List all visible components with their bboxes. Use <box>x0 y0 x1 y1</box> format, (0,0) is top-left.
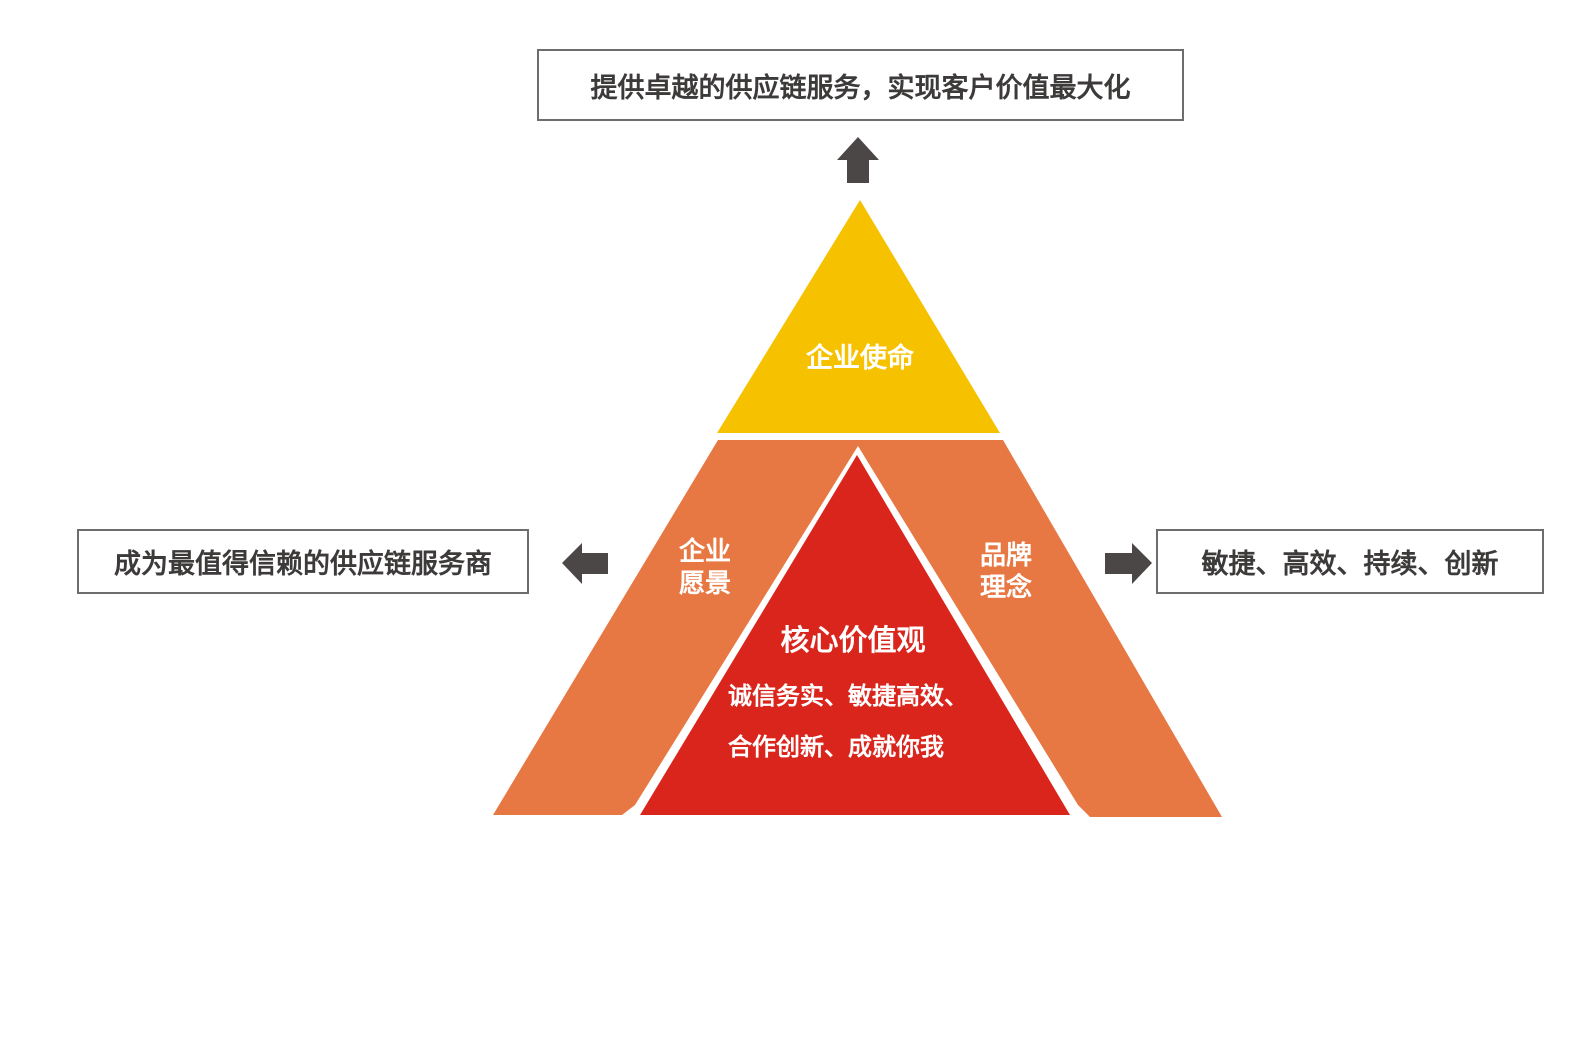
mission-box: 提供卓越的供应链服务，实现客户价值最大化 <box>537 49 1184 121</box>
vision-text: 成为最值得信赖的供应链服务商 <box>114 549 492 580</box>
vision-label-line1: 企业 <box>678 537 731 567</box>
core-values-title: 核心价值观 <box>780 623 926 657</box>
brand-box: 敏捷、高效、持续、创新 <box>1156 529 1544 594</box>
brand-label: 品牌 理念 <box>966 540 1046 604</box>
arrow-right-icon <box>1105 543 1152 584</box>
mission-text: 提供卓越的供应链服务，实现客户价值最大化 <box>590 72 1131 104</box>
vision-label-line2: 愿景 <box>678 569 731 599</box>
core-values-layer <box>640 455 1070 815</box>
core-values-line1: 诚信务实、敏捷高效、 <box>728 682 968 710</box>
mission-label: 企业使命 <box>806 343 914 374</box>
brand-text: 敏捷、高效、持续、创新 <box>1201 549 1499 580</box>
core-values-line2: 合作创新、成就你我 <box>728 733 944 761</box>
arrow-left-icon <box>562 543 608 584</box>
arrow-up-icon <box>837 137 879 183</box>
brand-label-line2: 理念 <box>979 573 1032 603</box>
mission-layer <box>717 200 1000 433</box>
vision-box: 成为最值得信赖的供应链服务商 <box>77 529 529 594</box>
vision-brand-layer <box>493 440 1222 817</box>
vision-label: 企业 愿景 <box>665 536 745 600</box>
brand-label-line1: 品牌 <box>979 541 1032 571</box>
